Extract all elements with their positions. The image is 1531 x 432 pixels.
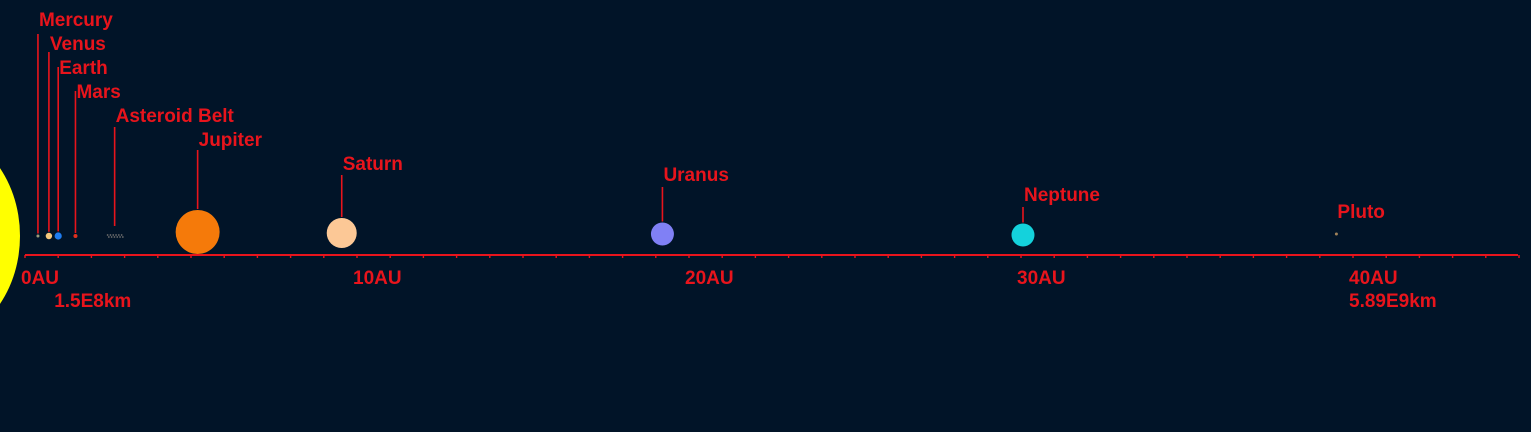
earth-planet-icon <box>54 232 62 240</box>
distance-label: 5.89E9km <box>1349 291 1437 312</box>
asteroid-dot <box>106 234 109 236</box>
axis-labels: 0AU 10AU 20AU 30AU 40AU 1.5E8km 5.89E9km <box>21 268 1437 312</box>
venus-planet-icon <box>45 232 53 240</box>
asteroid-dot <box>119 236 121 238</box>
body-asteroid-belt: Asteroid Belt <box>106 106 235 238</box>
axis-label: 10AU <box>353 268 402 289</box>
earth-label: Earth <box>59 58 108 79</box>
distance-label: 1.5E8km <box>54 291 131 312</box>
sun <box>0 168 20 304</box>
axis-label: 40AU <box>1349 268 1398 289</box>
body-pluto: Pluto <box>1334 202 1385 236</box>
asteroid-dot <box>116 236 119 238</box>
uranus-planet-icon <box>650 222 674 246</box>
asteroid-dot <box>110 236 113 238</box>
body-neptune: Neptune <box>1011 185 1100 247</box>
asteroid-dot <box>113 236 116 238</box>
axis-ticks <box>24 255 1520 258</box>
asteroid-dot <box>107 236 110 238</box>
mercury-label: Mercury <box>39 10 113 31</box>
neptune-label: Neptune <box>1024 185 1100 206</box>
asteroid-dot <box>112 234 115 236</box>
asteroid-dot <box>121 236 124 238</box>
axis-label: 20AU <box>685 268 734 289</box>
saturn-planet-icon <box>326 218 357 248</box>
mars-planet-icon <box>73 234 78 238</box>
pluto-planet-icon <box>1334 232 1338 236</box>
asteroid-dot <box>117 234 120 236</box>
axis-label: 30AU <box>1017 268 1066 289</box>
venus-label: Venus <box>50 34 106 55</box>
body-uranus: Uranus <box>650 165 729 246</box>
asteroid-belt-label: Asteroid Belt <box>116 106 235 127</box>
pluto-label: Pluto <box>1337 202 1385 223</box>
neptune-planet-icon <box>1011 223 1035 247</box>
body-mercury: Mercury <box>36 10 113 238</box>
mars-label: Mars <box>76 82 120 103</box>
body-venus: Venus <box>45 34 106 240</box>
saturn-label: Saturn <box>343 154 403 175</box>
jupiter-label: Jupiter <box>199 130 263 151</box>
asteroid-belt-dots <box>106 234 124 238</box>
jupiter-planet-icon <box>175 210 220 254</box>
body-mars: Mars <box>73 82 121 238</box>
body-jupiter: Jupiter <box>175 130 263 254</box>
asteroid-dot <box>120 234 123 236</box>
uranus-label: Uranus <box>663 165 728 186</box>
body-earth: Earth <box>54 58 108 240</box>
asteroid-dot <box>115 234 117 236</box>
asteroid-dot <box>109 234 112 236</box>
axis-label: 0AU <box>21 268 59 289</box>
body-saturn: Saturn <box>326 154 403 248</box>
mercury-planet-icon <box>36 234 40 238</box>
